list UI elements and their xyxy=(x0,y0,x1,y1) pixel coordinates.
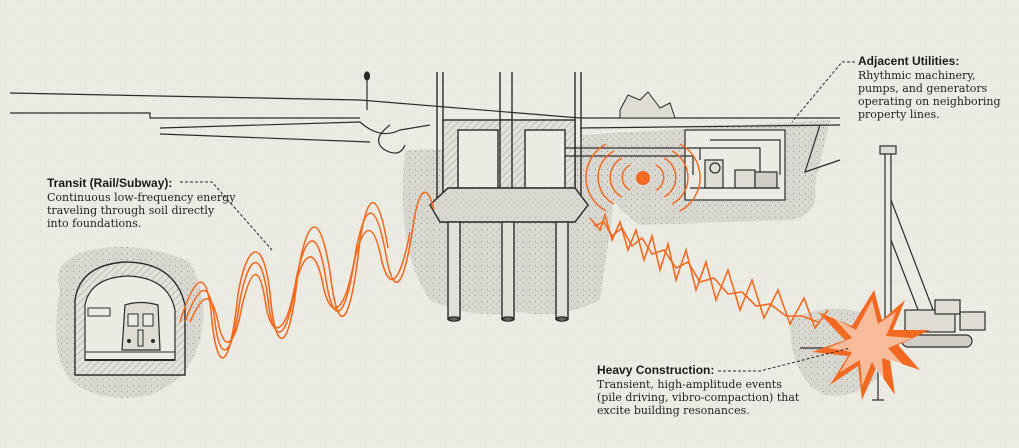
train-icon xyxy=(121,301,161,351)
vibration-source-dot xyxy=(636,171,650,185)
construction-vibration-wave xyxy=(589,212,829,330)
callout-leaders xyxy=(180,61,855,372)
callout-utilities: Adjacent Utilities: Rhythmic machinery, … xyxy=(858,54,1008,122)
callout-construction-title: Heavy Construction: xyxy=(597,363,715,377)
callout-utilities-body: Rhythmic machinery, pumps, and generator… xyxy=(858,69,1001,121)
building-structure xyxy=(429,72,589,322)
subway-tunnel xyxy=(74,261,186,376)
street-lamp xyxy=(363,71,371,110)
transit-vibration-wave xyxy=(179,191,435,359)
utility-vibration-rings xyxy=(585,143,701,212)
callout-construction-body: Transient, high-amplitude events (pile d… xyxy=(597,378,800,417)
callout-transit: Transit (Rail/Subway): Continuous low-fr… xyxy=(47,176,237,231)
rubble-pile xyxy=(619,91,676,119)
callout-transit-title: Transit (Rail/Subway): xyxy=(47,176,173,190)
ground-line xyxy=(9,92,841,173)
callout-transit-body: Continuous low-frequency energy travelin… xyxy=(47,191,236,230)
callout-utilities-title: Adjacent Utilities: xyxy=(858,54,960,68)
callout-construction: Heavy Construction: Transient, high-ampl… xyxy=(597,363,807,418)
pump-icon xyxy=(690,159,780,189)
vibration-burst-icon xyxy=(812,290,930,400)
utility-room xyxy=(565,129,786,201)
